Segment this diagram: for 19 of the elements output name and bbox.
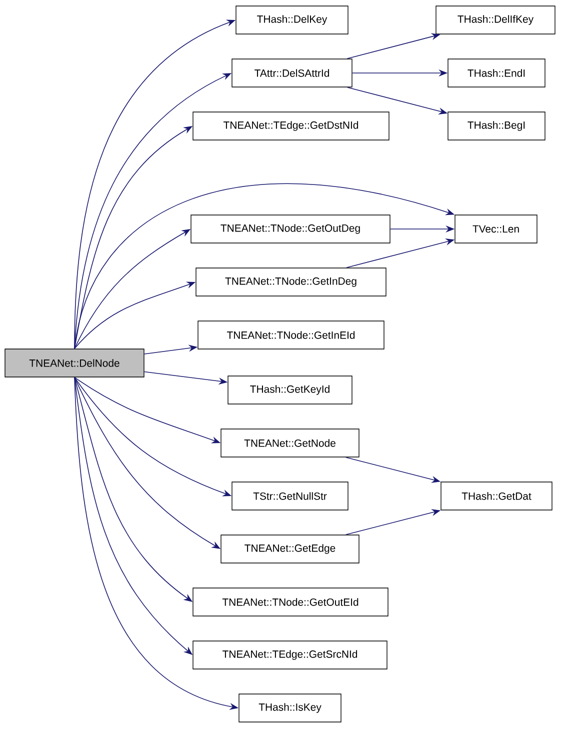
function-box: THash::IsKey (238, 694, 342, 722)
function-box: TNEANet::GetNode (220, 428, 360, 458)
function-box: TNEANet::TEdge::GetSrcNId (192, 640, 388, 670)
function-box: TVec::Len (454, 214, 538, 244)
function-box: THash::DelKey (236, 6, 348, 34)
function-box: THash::GetDat (440, 482, 552, 510)
function-box: TNEANet::GetEdge (220, 534, 360, 564)
function-box: TNEANet::TNode::GetInDeg (196, 268, 386, 296)
function-box: TNEANet::TEdge::GetDstNId (192, 112, 390, 140)
function-box: TNEANet::TNode::GetOutDeg (190, 214, 390, 244)
function-box: TAttr::DelSAttrId (232, 58, 352, 88)
function-box: THash::BegI (448, 112, 546, 140)
function-box: THash::EndI (448, 58, 546, 88)
function-box: TStr::GetNullStr (232, 482, 348, 510)
function-box: TNEANet::TNode::GetOutEId (192, 588, 388, 616)
function-box: TNEANet::TNode::GetInEId (198, 320, 384, 350)
function-box: THash::DelIfKey (436, 6, 556, 34)
function-box: TNEANet::DelNode (4, 348, 144, 378)
function-box: THash::GetKeyId (228, 376, 352, 404)
